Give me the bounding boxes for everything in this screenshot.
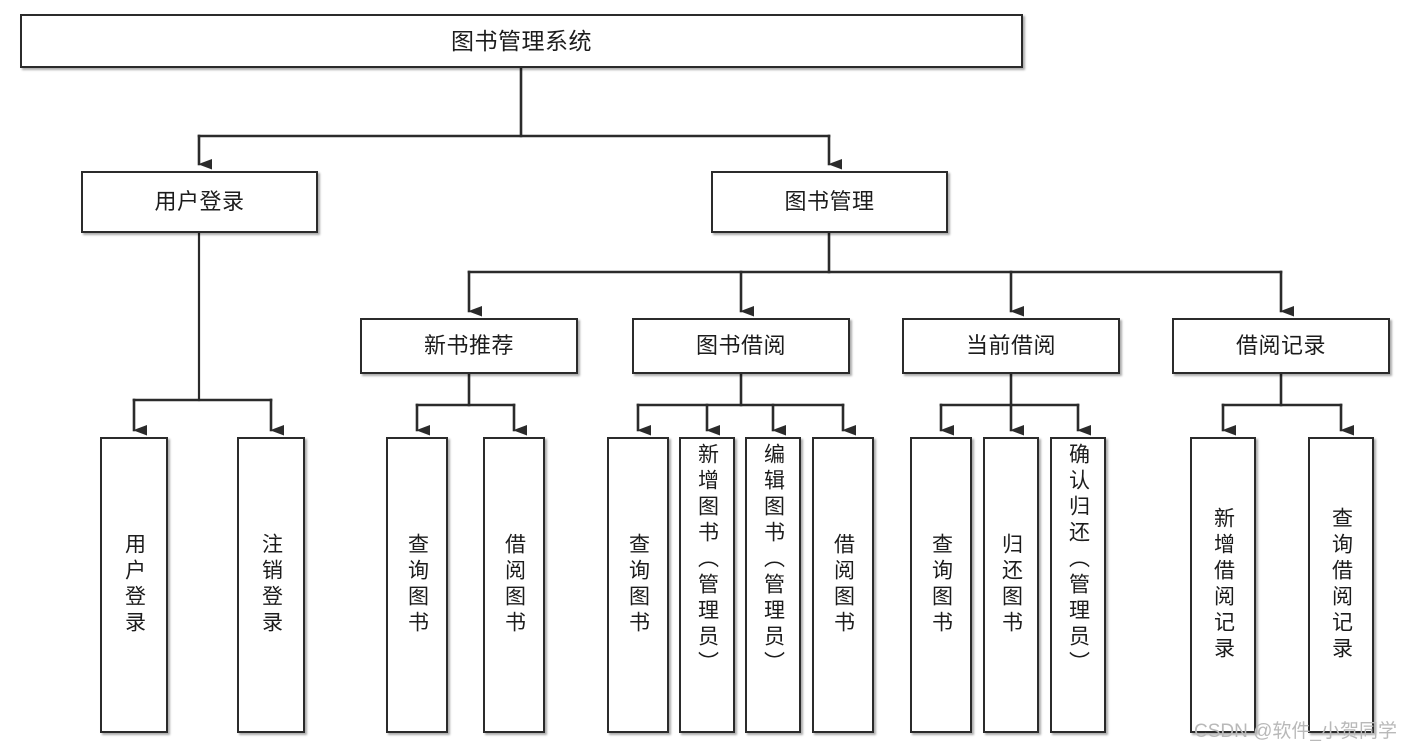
node-leaf-query-book-label: 查询图书: [626, 533, 650, 637]
node-leaf-borrow-book-label: 借阅图书: [831, 533, 855, 637]
node-root-label: 图书管理系统: [451, 27, 592, 54]
node-leaf-add-borrow-record-label: 新增借阅记录: [1211, 507, 1235, 663]
node-leaf-edit-book-admin[interactable]: 编辑图书（管理员）: [745, 437, 801, 733]
node-leaf-query-book[interactable]: 查询图书: [607, 437, 669, 733]
node-leaf-query-book-recommend[interactable]: 查询图书: [386, 437, 448, 733]
node-leaf-query-book-recommend-label: 查询图书: [405, 533, 429, 637]
node-leaf-add-borrow-record[interactable]: 新增借阅记录: [1190, 437, 1256, 733]
node-leaf-query-borrow-record[interactable]: 查询借阅记录: [1308, 437, 1374, 733]
node-leaf-user-login[interactable]: 用户登录: [100, 437, 168, 733]
node-leaf-borrow-book-recommend-label: 借阅图书: [502, 533, 526, 637]
node-leaf-add-book-admin[interactable]: 新增图书（管理员）: [679, 437, 735, 733]
node-leaf-user-login-label: 用户登录: [122, 533, 146, 637]
node-leaf-confirm-return-admin[interactable]: 确认归还（管理员）: [1050, 437, 1106, 733]
watermark: CSDN @软件_小贺同学: [1194, 721, 1397, 742]
node-leaf-query-book-current[interactable]: 查询图书: [910, 437, 972, 733]
node-current-borrow-label: 当前借阅: [965, 333, 1056, 359]
node-leaf-add-book-admin-label: 新增图书（管理员）: [695, 443, 719, 677]
node-book-manage-label: 图书管理: [784, 189, 875, 215]
node-leaf-query-book-current-label: 查询图书: [929, 533, 953, 637]
node-leaf-borrow-book-recommend[interactable]: 借阅图书: [483, 437, 545, 733]
node-leaf-user-logout[interactable]: 注销登录: [237, 437, 305, 733]
node-leaf-query-borrow-record-label: 查询借阅记录: [1329, 507, 1353, 663]
node-leaf-edit-book-admin-label: 编辑图书（管理员）: [761, 443, 785, 677]
node-root[interactable]: 图书管理系统: [20, 14, 1023, 68]
node-leaf-return-book-label: 归还图书: [999, 533, 1023, 637]
node-new-book-recommend[interactable]: 新书推荐: [360, 318, 578, 374]
node-leaf-borrow-book[interactable]: 借阅图书: [812, 437, 874, 733]
node-borrow-record-label: 借阅记录: [1235, 333, 1326, 359]
node-current-borrow[interactable]: 当前借阅: [902, 318, 1120, 374]
node-book-manage[interactable]: 图书管理: [711, 171, 948, 233]
node-user-login-label: 用户登录: [154, 189, 245, 215]
node-borrow-record[interactable]: 借阅记录: [1172, 318, 1390, 374]
node-book-borrow[interactable]: 图书借阅: [632, 318, 850, 374]
node-book-borrow-label: 图书借阅: [695, 333, 786, 359]
node-leaf-user-logout-label: 注销登录: [259, 533, 283, 637]
node-user-login[interactable]: 用户登录: [81, 171, 318, 233]
node-new-book-recommend-label: 新书推荐: [423, 333, 514, 359]
node-leaf-confirm-return-admin-label: 确认归还（管理员）: [1066, 443, 1090, 677]
node-leaf-return-book[interactable]: 归还图书: [983, 437, 1039, 733]
